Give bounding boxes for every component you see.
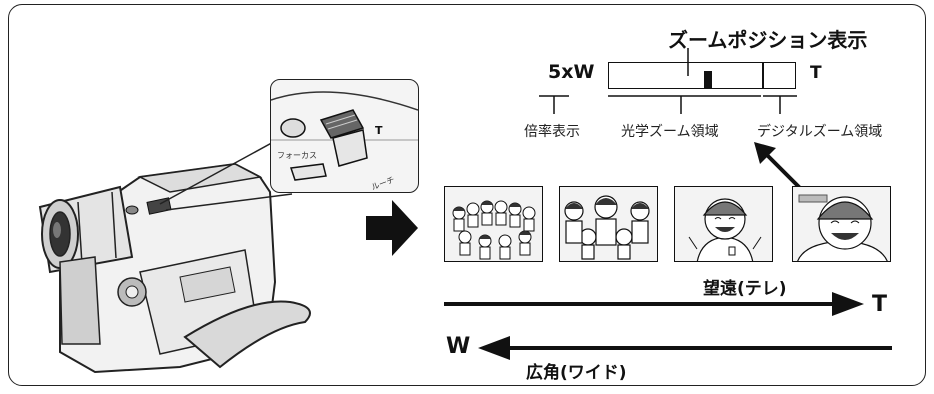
digital-zoom-area-label: デジタルズーム領域: [757, 124, 883, 140]
wide-arrow: [478, 336, 892, 360]
region-brackets: [539, 95, 797, 114]
camcorder-illustration: [38, 133, 311, 374]
optical-zoom-area-label: 光学ズーム領域: [621, 124, 719, 140]
thumb-group: [559, 186, 658, 262]
zoom-lever-callout: T フォーカス ルーチ: [270, 79, 419, 193]
thumb-boy-digital: [792, 186, 891, 262]
callout-focus-label: フォーカス: [277, 151, 317, 160]
thumb-far-group: [444, 186, 543, 262]
callout-tele-label: T: [375, 124, 383, 137]
wide-text: 広角(ワイド): [526, 363, 627, 383]
right-arrow-icon: [366, 200, 418, 256]
digital-zoom-divider: [762, 62, 764, 89]
digital-pointer-arrow: [754, 142, 806, 194]
magnification-display-label: 倍率表示: [524, 124, 580, 140]
wide-letter: W: [446, 334, 471, 359]
magnification-value: 5xW: [548, 61, 595, 83]
zoom-lever-detail: [271, 91, 418, 181]
thumb-boy-tele: [674, 186, 773, 262]
zoom-position-title: ズームポジション表示: [668, 28, 868, 52]
bar-tele-label: T: [810, 63, 822, 83]
tele-text: 望遠(テレ): [703, 279, 787, 299]
zoom-position-bar: [608, 62, 796, 89]
illustration-frame: [8, 4, 926, 386]
tele-arrow: [444, 292, 864, 316]
zoom-position-indicator: [704, 71, 712, 88]
tele-letter: T: [872, 292, 888, 317]
